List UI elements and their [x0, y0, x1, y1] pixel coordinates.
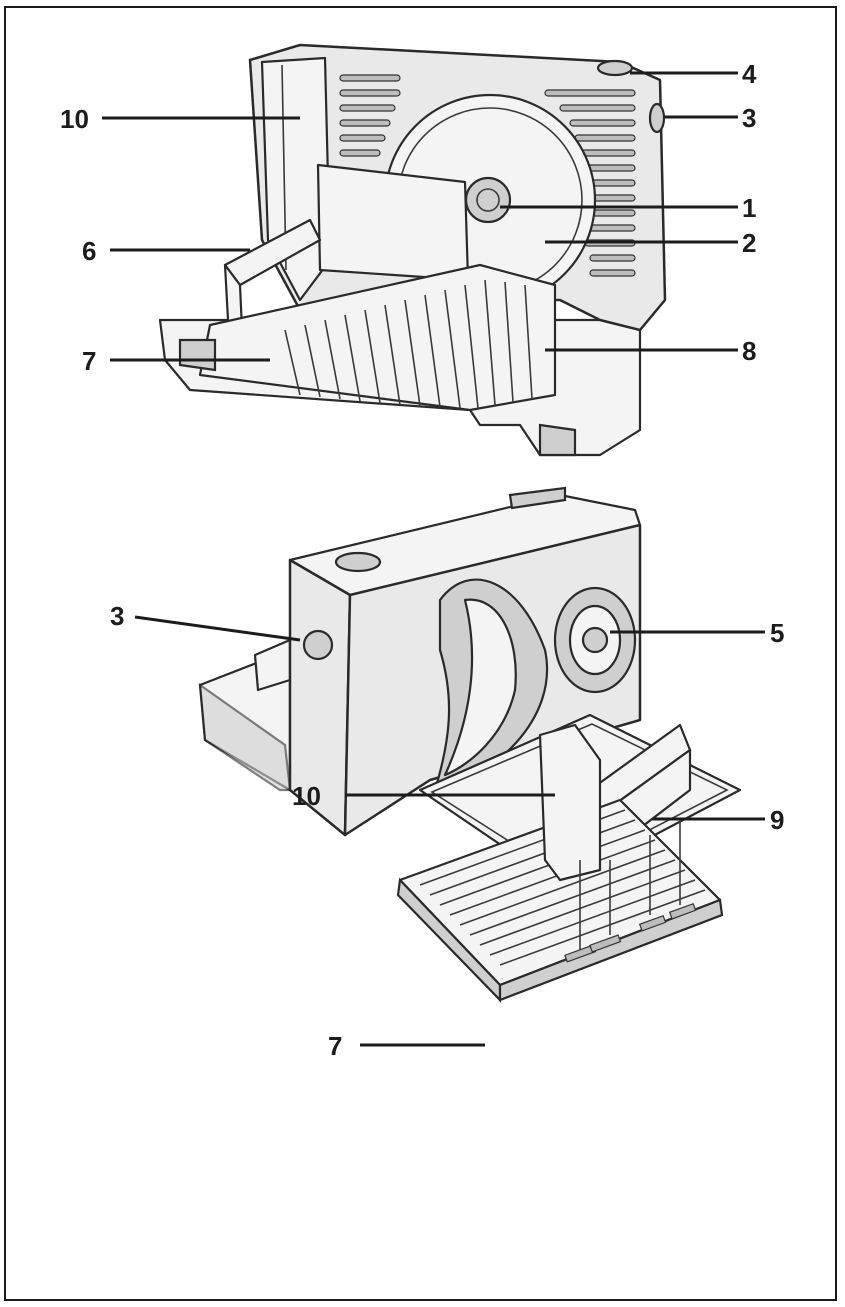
label-10-bottom: 10	[292, 781, 321, 811]
label-6: 6	[82, 236, 96, 266]
slicer-front-view	[158, 43, 667, 457]
label-1: 1	[742, 193, 756, 223]
label-5: 5	[770, 618, 784, 648]
fig-bottom-leaders	[345, 793, 555, 1047]
label-7-bottom: 7	[328, 1031, 342, 1061]
label-8: 8	[742, 336, 756, 366]
fig-top-leaders	[102, 71, 738, 362]
slicer-rear-view	[198, 486, 742, 887]
fig-top-labels: 10 6 7 4 3 1 2 8	[60, 59, 757, 376]
fig-middle-labels: 3 5 9	[110, 601, 784, 835]
blade-hub	[464, 176, 512, 224]
label-10-top: 10	[60, 104, 89, 134]
vertical-guide	[538, 723, 602, 882]
label-3-top: 3	[742, 103, 756, 133]
side-switch-rear	[302, 629, 334, 661]
top-knob	[596, 59, 634, 77]
label-2: 2	[742, 228, 756, 258]
carriage-detail	[396, 723, 724, 1003]
side-switch	[648, 102, 666, 134]
label-9: 9	[770, 805, 784, 835]
label-3-rear: 3	[110, 601, 124, 631]
label-7-top: 7	[82, 346, 96, 376]
top-knob-rear	[334, 551, 382, 573]
fig-bottom-labels: 10 7	[292, 781, 342, 1061]
label-4: 4	[742, 59, 757, 89]
